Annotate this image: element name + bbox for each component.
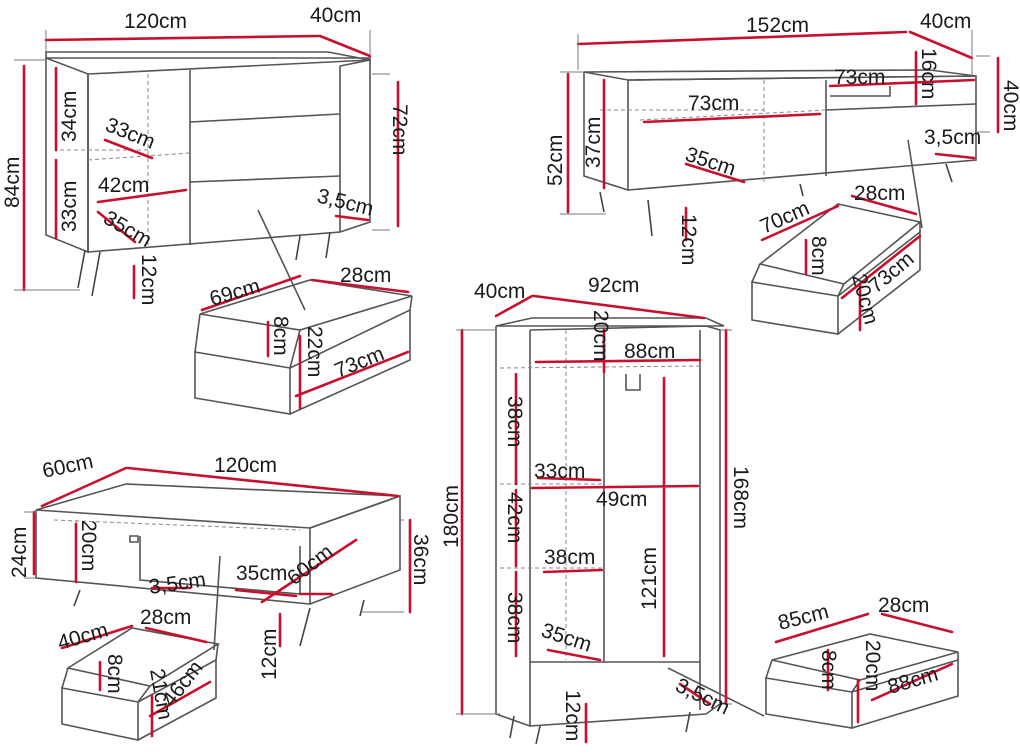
coffee-table-drawer-depth-label: 28cm xyxy=(140,606,191,629)
tv-stand-drawer-opening-label: 73cm xyxy=(834,66,885,89)
sideboard: 120cm 40cm 84cm 34cm 33cm 72cm 33cm 42cm… xyxy=(1,4,413,415)
wardrobe-shelf-3-height-label: 38cm xyxy=(503,592,526,643)
wardrobe-drawer-width-label: 85cm xyxy=(776,600,831,635)
wardrobe-rail-width-label: 88cm xyxy=(624,340,675,363)
coffee-table-leg-label: 12cm xyxy=(258,629,281,680)
tv-stand-shelf-width-label: 73cm xyxy=(688,92,739,115)
coffee-table-width-label: 120cm xyxy=(214,454,277,477)
wardrobe-depth-label: 40cm xyxy=(474,280,525,303)
sideboard-outline xyxy=(45,51,371,297)
wardrobe-panel-label: 3,5cm xyxy=(672,674,733,720)
wardrobe-shelf-depth-label: 33cm xyxy=(534,460,585,483)
sideboard-shelf-lower-label: 33cm xyxy=(58,181,81,232)
wardrobe-drawer xyxy=(667,633,959,729)
tv-stand-width-label: 152cm xyxy=(746,14,809,37)
wardrobe-drawer-inner-height-label: 8cm xyxy=(817,650,840,690)
tv-stand-panel-label: 3,5cm xyxy=(924,126,981,149)
tv-stand-drawer-depth-label: 28cm xyxy=(854,182,905,205)
coffee-table-drawer xyxy=(61,555,221,741)
coffee-table-inner-height-label: 20cm xyxy=(77,520,100,571)
sideboard-shelf-depth-lower-label: 35cm xyxy=(100,206,156,252)
tv-stand-top-gap-label: 16cm xyxy=(917,48,940,99)
sideboard-drawer-depth-label: 28cm xyxy=(340,264,391,287)
tv-stand: 152cm 40cm 52cm 37cm 40cm 73cm 16cm 73cm… xyxy=(544,10,1020,335)
sideboard-drawer-length-label: 73cm xyxy=(331,342,387,383)
sideboard-drawer-width-label: 69cm xyxy=(207,275,263,311)
tv-stand-drawer-width-label: 70cm xyxy=(757,197,813,239)
wardrobe-height-body-label: 168cm xyxy=(729,466,752,529)
sideboard-dimension-lines xyxy=(14,30,410,410)
coffee-table-drawer-width-label: 40cm xyxy=(55,619,111,655)
sideboard-shelf-upper-label: 34cm xyxy=(58,91,81,142)
coffee-table-shelf-depth-label: 35cm xyxy=(236,562,287,585)
coffee-table: 60cm 120cm 24cm 20cm 36cm 3,5cm 35cm 60c… xyxy=(8,450,432,741)
tv-stand-drawer-inner-height-label: 8cm xyxy=(807,236,830,276)
sideboard-width-label: 120cm xyxy=(124,10,187,33)
wardrobe-outline xyxy=(495,317,725,745)
sideboard-shelf-width-label: 42cm xyxy=(98,174,149,197)
coffee-table-body-height-label: 24cm xyxy=(8,527,31,578)
tv-stand-drawer xyxy=(751,139,923,335)
sideboard-panel-label: 3,5cm xyxy=(315,185,376,221)
wardrobe-drawer-length-label: 88cm xyxy=(885,663,941,699)
wardrobe-drawer-depth-label: 28cm xyxy=(878,594,929,617)
wardrobe-shelf-width-label: 38cm xyxy=(544,546,595,569)
wardrobe-shelf-2-height-label: 42cm xyxy=(503,492,526,543)
coffee-table-outline xyxy=(35,483,401,647)
sideboard-body-height-label: 72cm xyxy=(388,104,411,155)
wardrobe-dimension-lines xyxy=(456,294,954,744)
wardrobe-leg-label: 12cm xyxy=(561,690,584,741)
sideboard-height-total-label: 84cm xyxy=(1,157,24,208)
coffee-table-panel-label: 3,5cm xyxy=(147,568,207,599)
tv-stand-shelf-depth-label: 35cm xyxy=(682,143,738,181)
wardrobe-width-label: 92cm xyxy=(588,274,639,297)
tv-stand-depth-label: 40cm xyxy=(920,10,971,33)
coffee-table-depth-label: 60cm xyxy=(40,450,95,483)
tv-stand-outline xyxy=(583,69,977,237)
sideboard-leg-label: 12cm xyxy=(137,254,160,305)
sideboard-drawer xyxy=(194,209,413,415)
coffee-table-total-height-label: 36cm xyxy=(409,534,432,585)
tv-stand-dimension-lines xyxy=(560,30,1000,332)
wardrobe: 40cm 92cm 20cm 88cm 180cm 168cm 38cm 33c… xyxy=(440,274,959,745)
wardrobe-shelf-1-height-label: 38cm xyxy=(503,396,526,447)
coffee-table-drawer-inner-height-label: 8cm xyxy=(103,654,126,694)
tv-stand-compartment-height-label: 37cm xyxy=(582,117,605,168)
sideboard-drawer-inner-height-label: 8cm xyxy=(269,316,292,356)
wardrobe-top-gap-label: 20cm xyxy=(589,310,612,361)
wardrobe-hanging-height-label: 121cm xyxy=(638,547,661,610)
tv-stand-height-total-label: 52cm xyxy=(544,135,567,186)
wardrobe-drawer-front-height-label: 20cm xyxy=(861,640,884,691)
sideboard-shelf-depth-upper-label: 33cm xyxy=(102,113,158,154)
tv-stand-leg-label: 12cm xyxy=(677,214,700,265)
sideboard-drawer-front-height-label: 22cm xyxy=(303,326,326,377)
wardrobe-height-total-label: 180cm xyxy=(440,485,463,548)
coffee-table-dimension-lines xyxy=(24,466,412,738)
wardrobe-compartment-width-label: 49cm xyxy=(596,488,647,511)
sideboard-depth-label: 40cm xyxy=(310,4,361,27)
tv-stand-body-height-label: 40cm xyxy=(999,80,1020,131)
